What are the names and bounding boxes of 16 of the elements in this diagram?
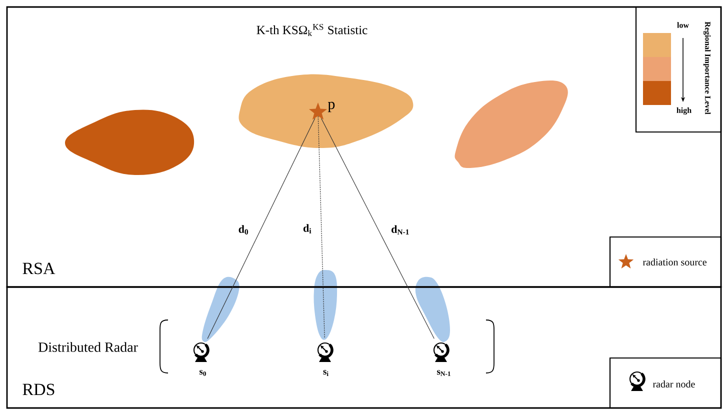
edge-label: d$_{i}$ — [302, 223, 313, 234]
point-label: p — [328, 102, 335, 112]
radar-label: s$_{N-1}$ — [437, 370, 450, 376]
radar-label: s$_{i}$ — [323, 370, 328, 376]
legend-label: radiation source — [642, 258, 707, 266]
scale-title: Regional Importance Level — [703, 22, 711, 114]
legend-label: radar node — [652, 380, 695, 388]
scale-end-label: high — [676, 107, 692, 115]
edge-label: d$_{N-1}$ — [390, 224, 411, 236]
radar-label: s$_{0}$ — [200, 370, 206, 376]
scale-end-label: low — [677, 22, 689, 28]
region-blob — [65, 110, 194, 176]
region-blob — [454, 80, 568, 168]
group-label: Distributed Radar — [38, 342, 138, 352]
edge-label: d$_{0}$ — [237, 224, 250, 236]
heading: K-th KSΩ$_{k}$$^{KS}$ Statistic — [256, 24, 368, 36]
